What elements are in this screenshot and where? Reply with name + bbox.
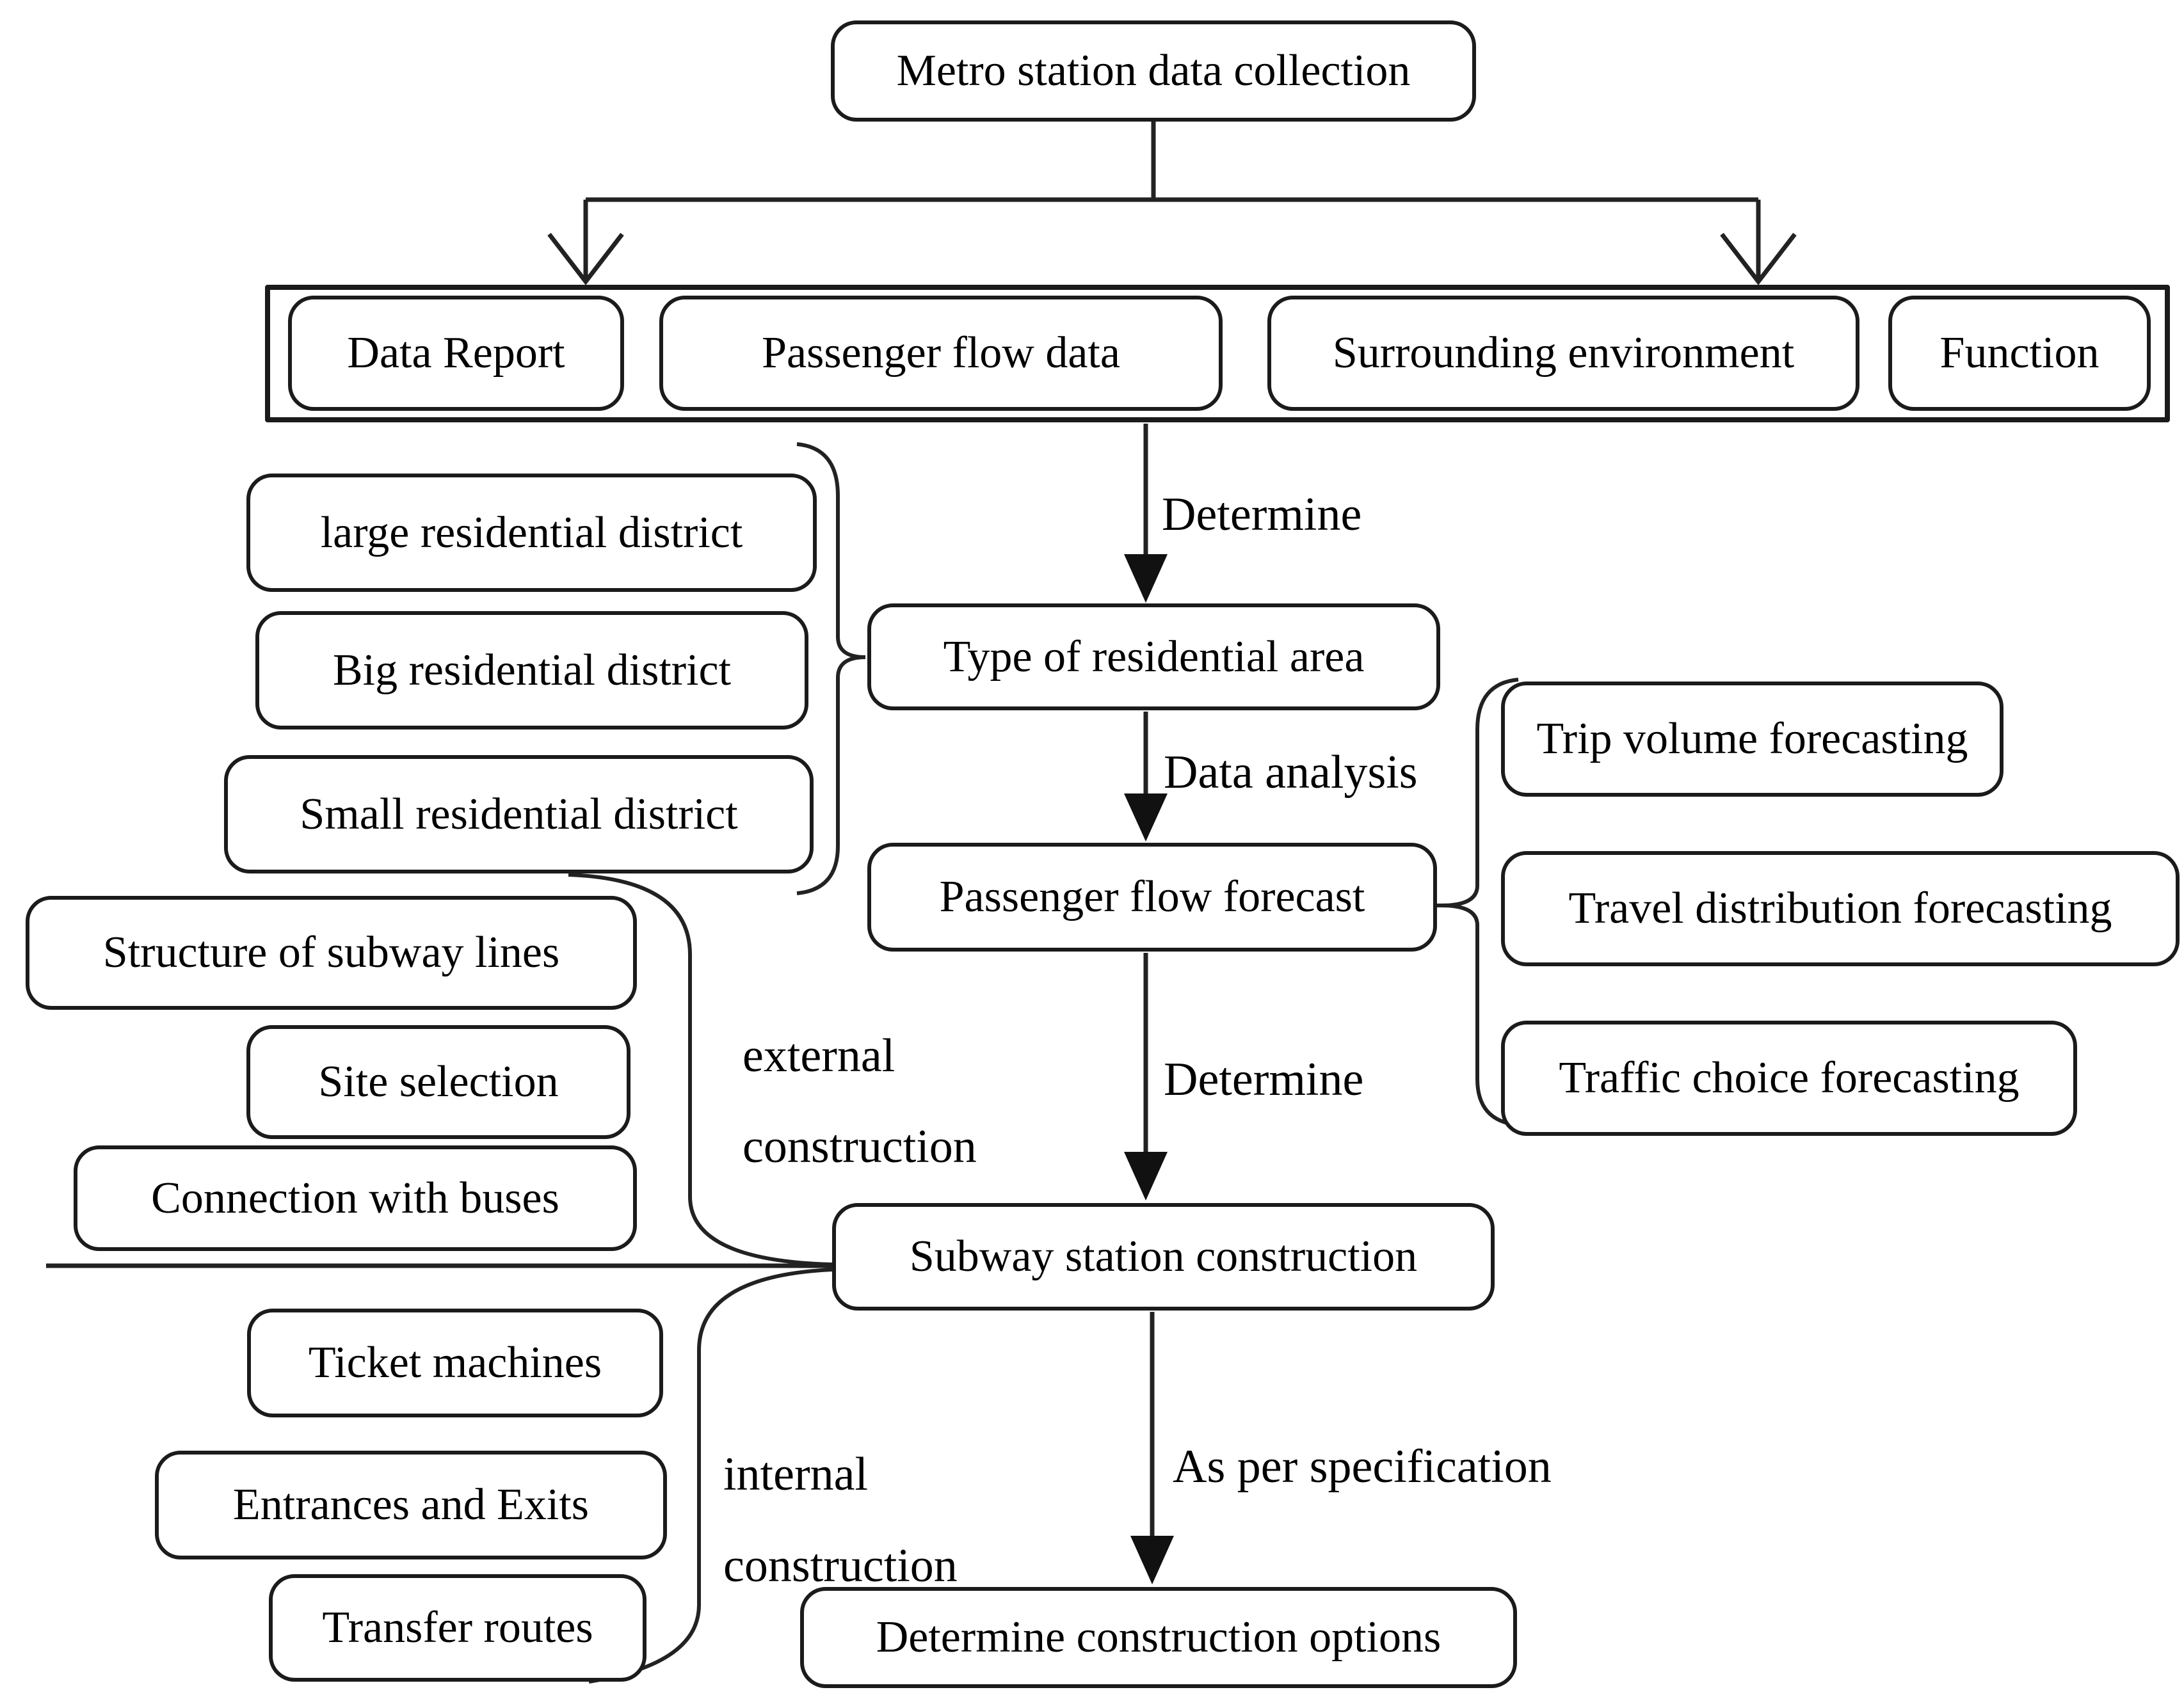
label-external-construction-line1: external: [743, 1030, 895, 1082]
arrowhead-data-analysis: [1124, 793, 1168, 841]
node-type-of-residential-area: Type of residential area: [867, 603, 1440, 710]
node-subway-station-construction: Subway station construction: [832, 1203, 1495, 1311]
arrowhead-determine-1: [1124, 554, 1168, 603]
node-travel-distribution-forecasting: Travel distribution forecasting: [1501, 851, 2180, 966]
node-structure-of-subway-lines: Structure of subway lines: [26, 896, 637, 1010]
label-determine-2: Determine: [1164, 1053, 1364, 1106]
label-external-construction-line2: construction: [743, 1120, 977, 1173]
label-determine-1: Determine: [1162, 488, 1362, 541]
node-passenger-flow-data: Passenger flow data: [659, 296, 1223, 411]
brace-forecasting-group: [1441, 678, 1519, 1127]
node-entrances-and-exits: Entrances and Exits: [155, 1451, 667, 1559]
node-large-residential-district: large residential district: [246, 474, 817, 592]
brace-internal-group: [588, 1268, 833, 1684]
arrowhead-chevron-right: [1720, 232, 1797, 285]
node-passenger-flow-forecast: Passenger flow forecast: [867, 843, 1437, 952]
node-transfer-routes: Transfer routes: [269, 1574, 646, 1682]
arrowhead-as-per-specification: [1130, 1536, 1174, 1584]
node-data-report: Data Report: [288, 296, 624, 411]
node-function: Function: [1888, 296, 2151, 411]
node-site-selection: Site selection: [246, 1025, 630, 1139]
brace-external-group: [568, 873, 833, 1266]
node-traffic-choice-forecasting: Traffic choice forecasting: [1501, 1021, 2077, 1136]
label-as-per-specification: As per specification: [1173, 1440, 1552, 1493]
node-ticket-machines: Ticket machines: [247, 1309, 663, 1417]
node-small-residential-district: Small residential district: [224, 755, 814, 873]
node-metro-station-data-collection: Metro station data collection: [831, 20, 1476, 122]
brace-residential-group: [796, 442, 866, 895]
node-big-residential-district: Big residential district: [255, 611, 808, 729]
node-surrounding-environment: Surrounding environment: [1267, 296, 1859, 411]
label-internal-construction-line2: construction: [723, 1540, 958, 1592]
node-determine-construction-options: Determine construction options: [800, 1587, 1517, 1688]
arrowhead-determine-2: [1124, 1152, 1168, 1200]
node-trip-volume-forecasting: Trip volume forecasting: [1501, 682, 2003, 797]
node-connection-with-buses: Connection with buses: [74, 1145, 637, 1251]
label-data-analysis: Data analysis: [1164, 746, 1418, 799]
arrowhead-chevron-left: [547, 232, 624, 285]
label-internal-construction-line1: internal: [723, 1448, 869, 1501]
